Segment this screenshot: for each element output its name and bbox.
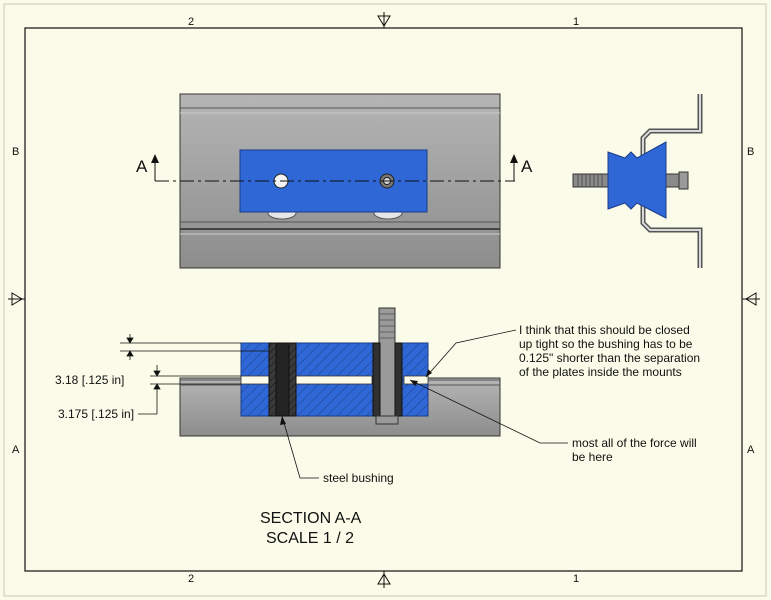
zone-right-a: A (747, 444, 755, 456)
zone-top-2: 2 (188, 16, 194, 28)
zone-left-b: B (12, 146, 19, 158)
dimension-lower-label: 3.175 [.125 in] (58, 407, 134, 421)
zone-right-b: B (747, 146, 754, 158)
zone-bottom-1: 1 (573, 573, 579, 585)
note-bushing: steel bushing (323, 471, 394, 485)
leader-closed-tight (425, 329, 517, 378)
dimension-lower (138, 365, 241, 415)
center-mark-left (8, 292, 25, 306)
note-closed-tight-line3: 0.125" shorter than the separation (519, 351, 700, 365)
top-view: A A (136, 93, 533, 269)
section-view: 3.18 [.125 in] 3.175 [.125 in] (55, 307, 568, 479)
center-mark-right (742, 292, 760, 306)
outer-frame (3, 3, 767, 597)
section-marker-right: A (521, 157, 533, 176)
zone-top-1: 1 (573, 16, 579, 28)
dimension-upper-label: 3.18 [.125 in] (55, 373, 124, 387)
note-closed-tight-line1: I think that this should be closed (519, 323, 690, 337)
bolt-head (375, 415, 399, 425)
roller (607, 141, 667, 219)
section-scale: SCALE 1 / 2 (266, 530, 354, 547)
leader-force (409, 379, 568, 444)
side-view (572, 94, 703, 268)
note-closed-tight-line2: up tight so the bushing has to be (519, 337, 693, 351)
note-force-line2: be here (572, 450, 613, 464)
bolt-shank (378, 307, 396, 417)
dimension-upper (120, 334, 269, 360)
zone-bottom-2: 2 (188, 573, 194, 585)
section-title: SECTION A-A (260, 510, 362, 527)
leader-bushing (281, 415, 319, 479)
center-mark-top (377, 12, 391, 28)
note-force-line1: most all of the force will (572, 436, 697, 450)
center-mark-bottom (377, 571, 391, 588)
section-marker-left: A (136, 157, 148, 176)
note-closed-tight-line4: of the plates inside the mounts (519, 365, 682, 379)
zone-left-a: A (12, 444, 20, 456)
